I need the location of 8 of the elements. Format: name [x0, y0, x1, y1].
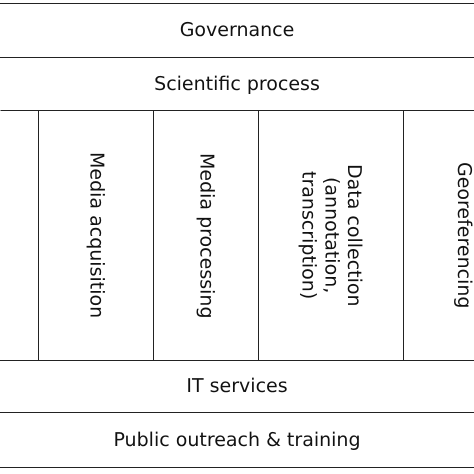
column-label: Media processing [194, 152, 218, 318]
layer-label: Public outreach & training [113, 428, 361, 452]
layer-label: Scientific process [154, 72, 320, 96]
layer-label: Governance [180, 19, 294, 42]
column-label: Data collection (annotation, transcription) [296, 163, 366, 309]
column-label: Georeferencing [452, 162, 474, 309]
layer-label: IT services [186, 375, 288, 398]
column-label: Media acquisition [84, 152, 108, 319]
